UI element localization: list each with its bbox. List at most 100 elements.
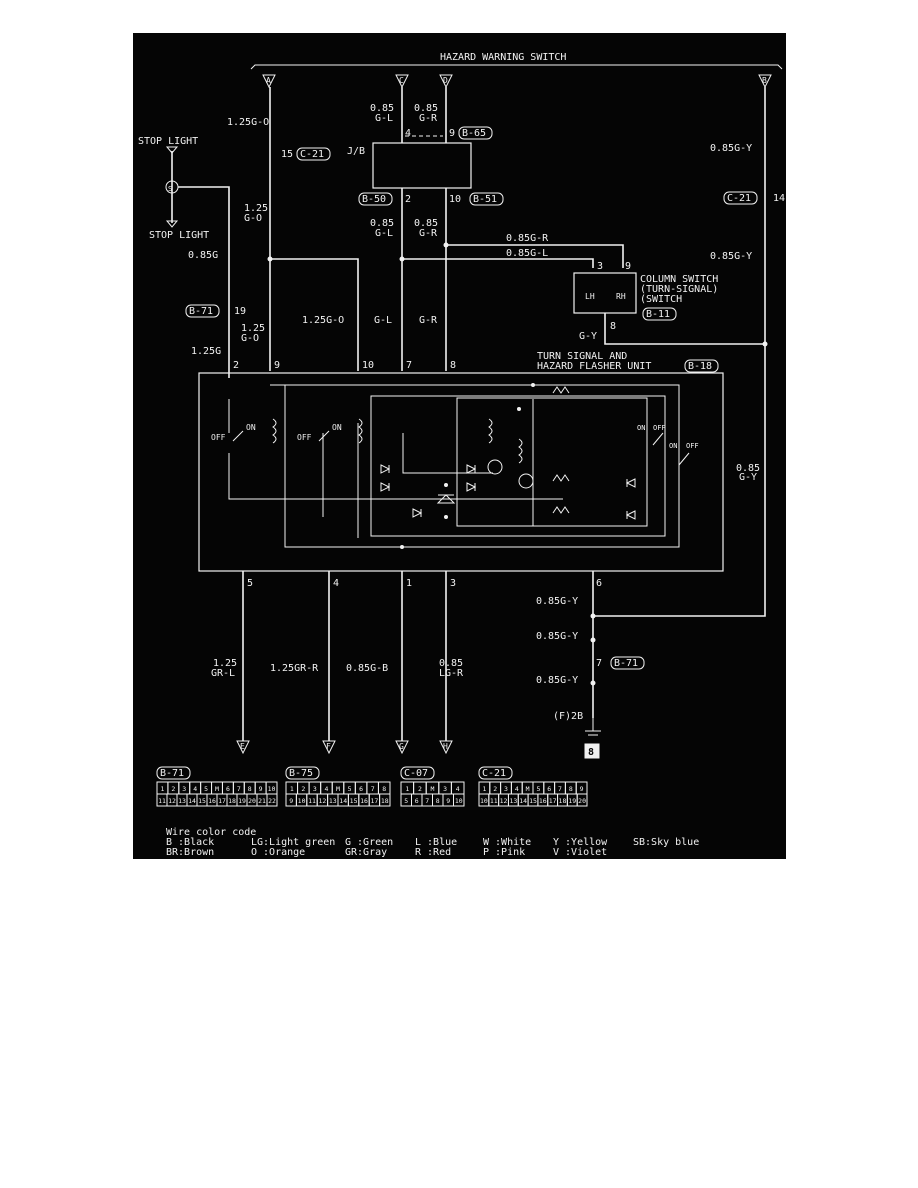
wiring-diagram: HAZARD WARNING SWITCH A C D B (138, 52, 785, 858)
connector-pin-label: 11 (490, 797, 498, 805)
connector-pin-label: 14 (188, 797, 196, 805)
svg-text:B: B (762, 76, 767, 85)
svg-text:9: 9 (274, 360, 280, 371)
svg-text:4: 4 (405, 128, 411, 139)
wiring-diagram-panel: HAZARD WARNING SWITCH A C D B (133, 33, 786, 859)
connector-pin-label: 7 (371, 785, 375, 793)
svg-text:OFF: OFF (653, 424, 666, 432)
svg-text:LH: LH (585, 292, 595, 301)
svg-text:(TURN-SIGNAL): (TURN-SIGNAL) (640, 284, 718, 295)
connector-pin-label: 19 (238, 797, 246, 805)
connector-pin-label: 16 (539, 797, 547, 805)
svg-text:B-71: B-71 (160, 768, 184, 779)
legend-entry: Y :Yellow (553, 837, 608, 848)
connector-pin-label: 8 (248, 785, 252, 793)
connector-pin-label: 13 (178, 797, 186, 805)
svg-text:B-71: B-71 (189, 306, 213, 317)
svg-text:9: 9 (625, 261, 631, 272)
connector-pin-label: 18 (559, 797, 567, 805)
connector-pin-label: 15 (529, 797, 537, 805)
connector-pin-label: M (336, 785, 340, 793)
svg-text:OFF: OFF (297, 433, 312, 442)
connector-pin-label: 2 (301, 785, 305, 793)
svg-text:H: H (443, 742, 448, 751)
svg-text:C-21: C-21 (727, 193, 751, 204)
svg-text:0.85G-Y: 0.85G-Y (710, 143, 752, 154)
svg-text:C-21: C-21 (482, 768, 506, 779)
connector-pin-label: 12 (318, 797, 326, 805)
svg-text:0.85G-R: 0.85G-R (506, 233, 549, 244)
legend-entry: W :White (483, 837, 531, 848)
svg-text:(SWITCH: (SWITCH (640, 294, 682, 305)
legend-entry: L :Blue (415, 837, 457, 848)
svg-text:G-R: G-R (419, 228, 438, 239)
svg-text:C: C (399, 76, 404, 85)
legend-entry: GR:Gray (345, 847, 387, 858)
connector-pin-cell (266, 793, 278, 807)
connector-pin-label: 6 (547, 785, 551, 793)
connector-pin-label: 1 (482, 785, 486, 793)
connector-pin-label: 8 (382, 785, 386, 793)
svg-text:1.25G: 1.25G (191, 346, 221, 357)
connector-pin-label: 19 (568, 797, 576, 805)
connector-pin-label: 11 (308, 797, 316, 805)
connector-pin-label: 9 (580, 785, 584, 793)
svg-text:(F)2B: (F)2B (553, 711, 583, 722)
connector-pin-label: 17 (370, 797, 378, 805)
svg-text:2: 2 (405, 194, 411, 205)
legend-entry: BR:Brown (166, 847, 214, 858)
unit-title-2: HAZARD FLASHER UNIT (537, 361, 651, 372)
svg-text:S: S (168, 185, 172, 193)
svg-text:G: G (399, 742, 404, 751)
connector-pin-label: 6 (415, 797, 419, 805)
svg-text:G-L: G-L (375, 228, 393, 239)
svg-text:10: 10 (362, 360, 374, 371)
legend-entry: B :Black (166, 837, 214, 848)
top-terminal-b: B (758, 74, 772, 89)
svg-text:B-51: B-51 (473, 194, 497, 205)
svg-text:B-75: B-75 (289, 768, 313, 779)
connector-pin-label: 1 (160, 785, 164, 793)
svg-text:5: 5 (247, 578, 253, 589)
svg-text:0.85: 0.85 (414, 103, 438, 114)
connector-pin-label: 15 (350, 797, 358, 805)
stop-light-bottom-label: STOP LIGHT (149, 230, 209, 241)
svg-text:ON: ON (246, 423, 256, 432)
svg-text:0.85: 0.85 (414, 218, 438, 229)
svg-text:0.85G-Y: 0.85G-Y (710, 251, 752, 262)
connector-pin-label: 15 (198, 797, 206, 805)
legend-entry: G :Green (345, 837, 393, 848)
connector-pin-label: 12 (500, 797, 508, 805)
bottom-terminal-g: G (395, 740, 409, 755)
wire-labels: STOP LIGHT STOP LIGHT 1.25G-O 15 C-21 0.… (138, 103, 785, 759)
connector-pin-label: 10 (480, 797, 488, 805)
svg-text:0.85G: 0.85G (188, 250, 218, 261)
legend-entry: V :Violet (553, 847, 607, 858)
svg-text:G-O: G-O (244, 213, 262, 224)
svg-text:1.25G-O: 1.25G-O (227, 117, 269, 128)
connector-pin-label: 17 (218, 797, 226, 805)
connector-pin-label: 10 (268, 785, 276, 793)
svg-text:G-Y: G-Y (739, 472, 757, 483)
connector-pin-label: 14 (339, 797, 347, 805)
svg-text:1.25: 1.25 (244, 203, 268, 214)
svg-text:1.25GR-R: 1.25GR-R (270, 663, 319, 674)
connector-pin-label: 18 (228, 797, 236, 805)
connector-pin-label: 9 (446, 797, 450, 805)
svg-text:ON: ON (637, 424, 645, 432)
connector-pin-label: 5 (536, 785, 540, 793)
svg-text:3: 3 (450, 578, 456, 589)
connector-pin-cell (453, 793, 465, 807)
svg-text:G-L: G-L (375, 113, 393, 124)
connector-pin-label: 21 (258, 797, 266, 805)
svg-text:B-71: B-71 (614, 658, 638, 669)
connector-pin-label: 1 (290, 785, 294, 793)
svg-text:C-07: C-07 (404, 768, 428, 779)
svg-text:0.85G-Y: 0.85G-Y (536, 631, 578, 642)
connector-pin-label: 3 (313, 785, 317, 793)
svg-text:OFF: OFF (211, 433, 226, 442)
stop-light-junction: S (165, 146, 179, 228)
connector-pin-label: 16 (208, 797, 216, 805)
